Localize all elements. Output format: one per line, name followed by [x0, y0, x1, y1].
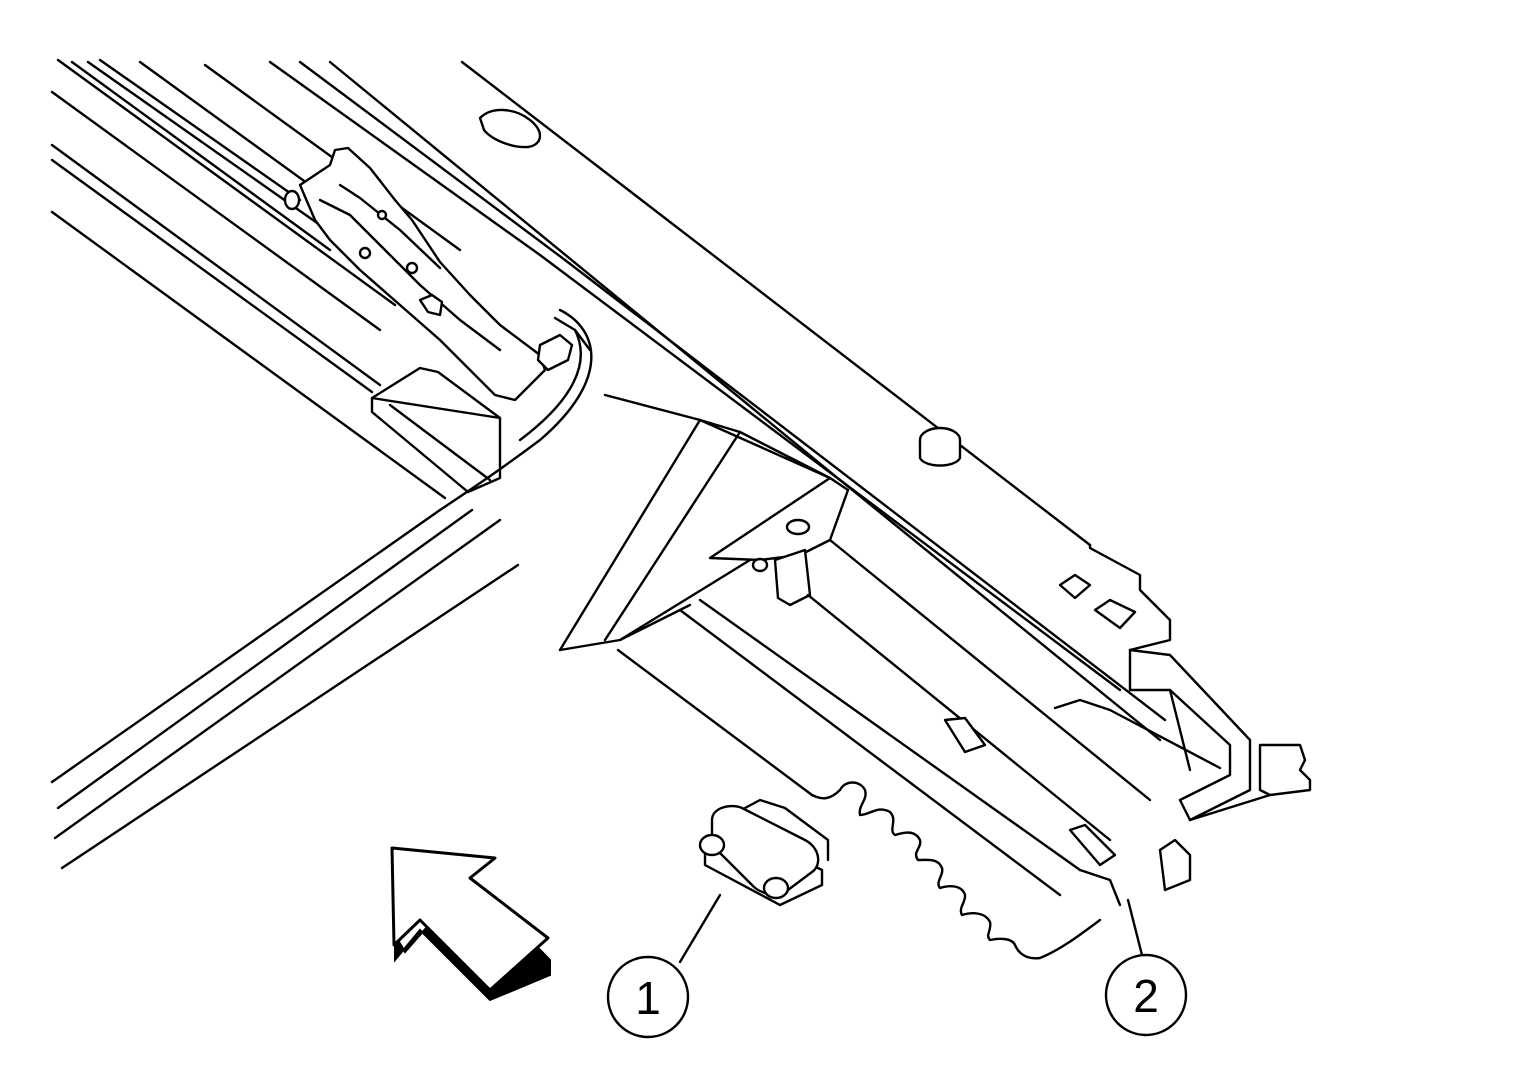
callout-1-label: 1 — [635, 972, 661, 1024]
left-roof-rail — [50, 58, 842, 500]
callout-1: 1 — [606, 893, 722, 1039]
front-corner-frame — [50, 308, 593, 870]
hinge-bracket — [283, 146, 592, 402]
notched-guide — [810, 781, 1102, 960]
slider-end — [943, 648, 1312, 907]
callout-2: 2 — [1104, 898, 1188, 1037]
cross-member — [558, 393, 832, 652]
clip-part — [698, 798, 830, 907]
front-direction-arrow-icon — [390, 846, 551, 1002]
right-roof-rail — [460, 60, 1172, 897]
mounting-bracket — [708, 476, 850, 607]
stop-block — [370, 366, 502, 494]
callout-2-label: 2 — [1133, 970, 1159, 1022]
